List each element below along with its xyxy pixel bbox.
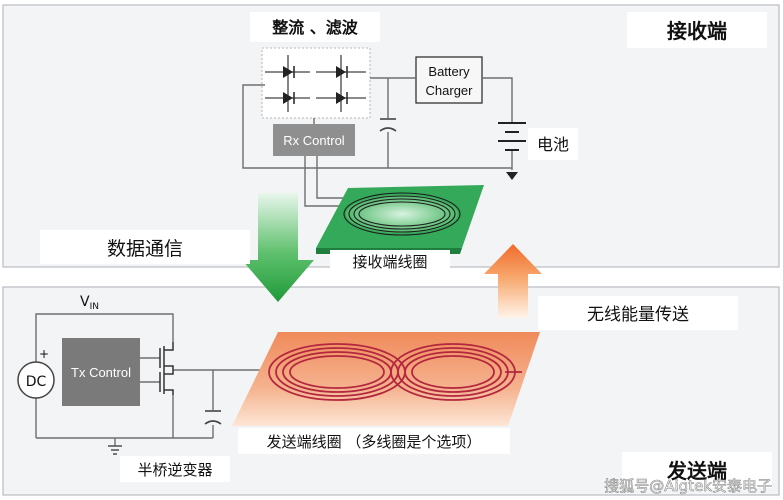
tx-control-label: Tx Control	[71, 365, 131, 380]
rectifier-label-box	[250, 12, 380, 42]
inverter-label-box	[120, 456, 230, 482]
vin-label: VIN	[80, 294, 99, 312]
tx-control-block	[62, 338, 140, 406]
transmitter-title-box	[622, 452, 772, 488]
ground-arrow-icon	[506, 172, 518, 180]
ground-icon	[108, 445, 122, 455]
diode-icon	[336, 92, 346, 104]
receiver-coil-label-box	[330, 250, 450, 272]
mosfet-icons	[159, 342, 174, 395]
diode-icon	[336, 66, 346, 78]
battery-label-box	[528, 128, 578, 160]
receiver-capacitor-icon	[379, 118, 397, 132]
dc-source-icon	[17, 361, 55, 399]
data-comm-label: 数据通信	[107, 238, 183, 260]
receiver-section: 接收端 整流 、滤波 Battery Charger	[2, 4, 780, 272]
dc-plus-sign: +	[39, 347, 49, 361]
rectifier-label: 整流 、滤波	[271, 18, 359, 37]
battery-charger-block	[415, 56, 483, 104]
transmitter-coil-label-box	[238, 428, 510, 454]
transmitter-wiring	[35, 313, 262, 446]
power-transfer-arrow	[484, 244, 542, 318]
power-transfer-label-box	[538, 296, 738, 330]
data-comm-label-box	[40, 230, 250, 264]
rx-control-label: Rx Control	[283, 133, 345, 148]
receiver-title: 接收端	[667, 19, 727, 43]
battery-charger-label-1: Battery	[428, 64, 470, 79]
battery-charger-label-2: Charger	[426, 83, 474, 98]
rx-control-block	[273, 124, 355, 156]
transmitter-coil-label: 发送端线圈 （多线圈是个选项）	[267, 433, 482, 451]
diode-icon	[283, 66, 293, 78]
diode-icon	[283, 92, 293, 104]
diode-icons	[283, 66, 346, 104]
battery-label: 电池	[537, 135, 569, 154]
inverter-label: 半桥逆变器	[137, 461, 212, 479]
transmitter-title: 发送端	[666, 459, 727, 483]
watermark: 搜狐号@Aigtek安泰电子	[604, 477, 772, 495]
rectifier-bridge	[261, 47, 371, 119]
receiver-coil-icon	[343, 192, 461, 236]
receiver-coil-label: 接收端线圈	[352, 253, 427, 271]
receiver-title-box	[627, 12, 767, 48]
transmitter-capacitor-icon	[204, 410, 222, 425]
battery-icon	[498, 122, 526, 151]
receiver-wiring	[242, 77, 513, 207]
dc-label: DC	[26, 374, 47, 390]
power-transfer-label: 无线能量传送	[587, 305, 689, 325]
data-communication-arrow	[242, 193, 314, 302]
